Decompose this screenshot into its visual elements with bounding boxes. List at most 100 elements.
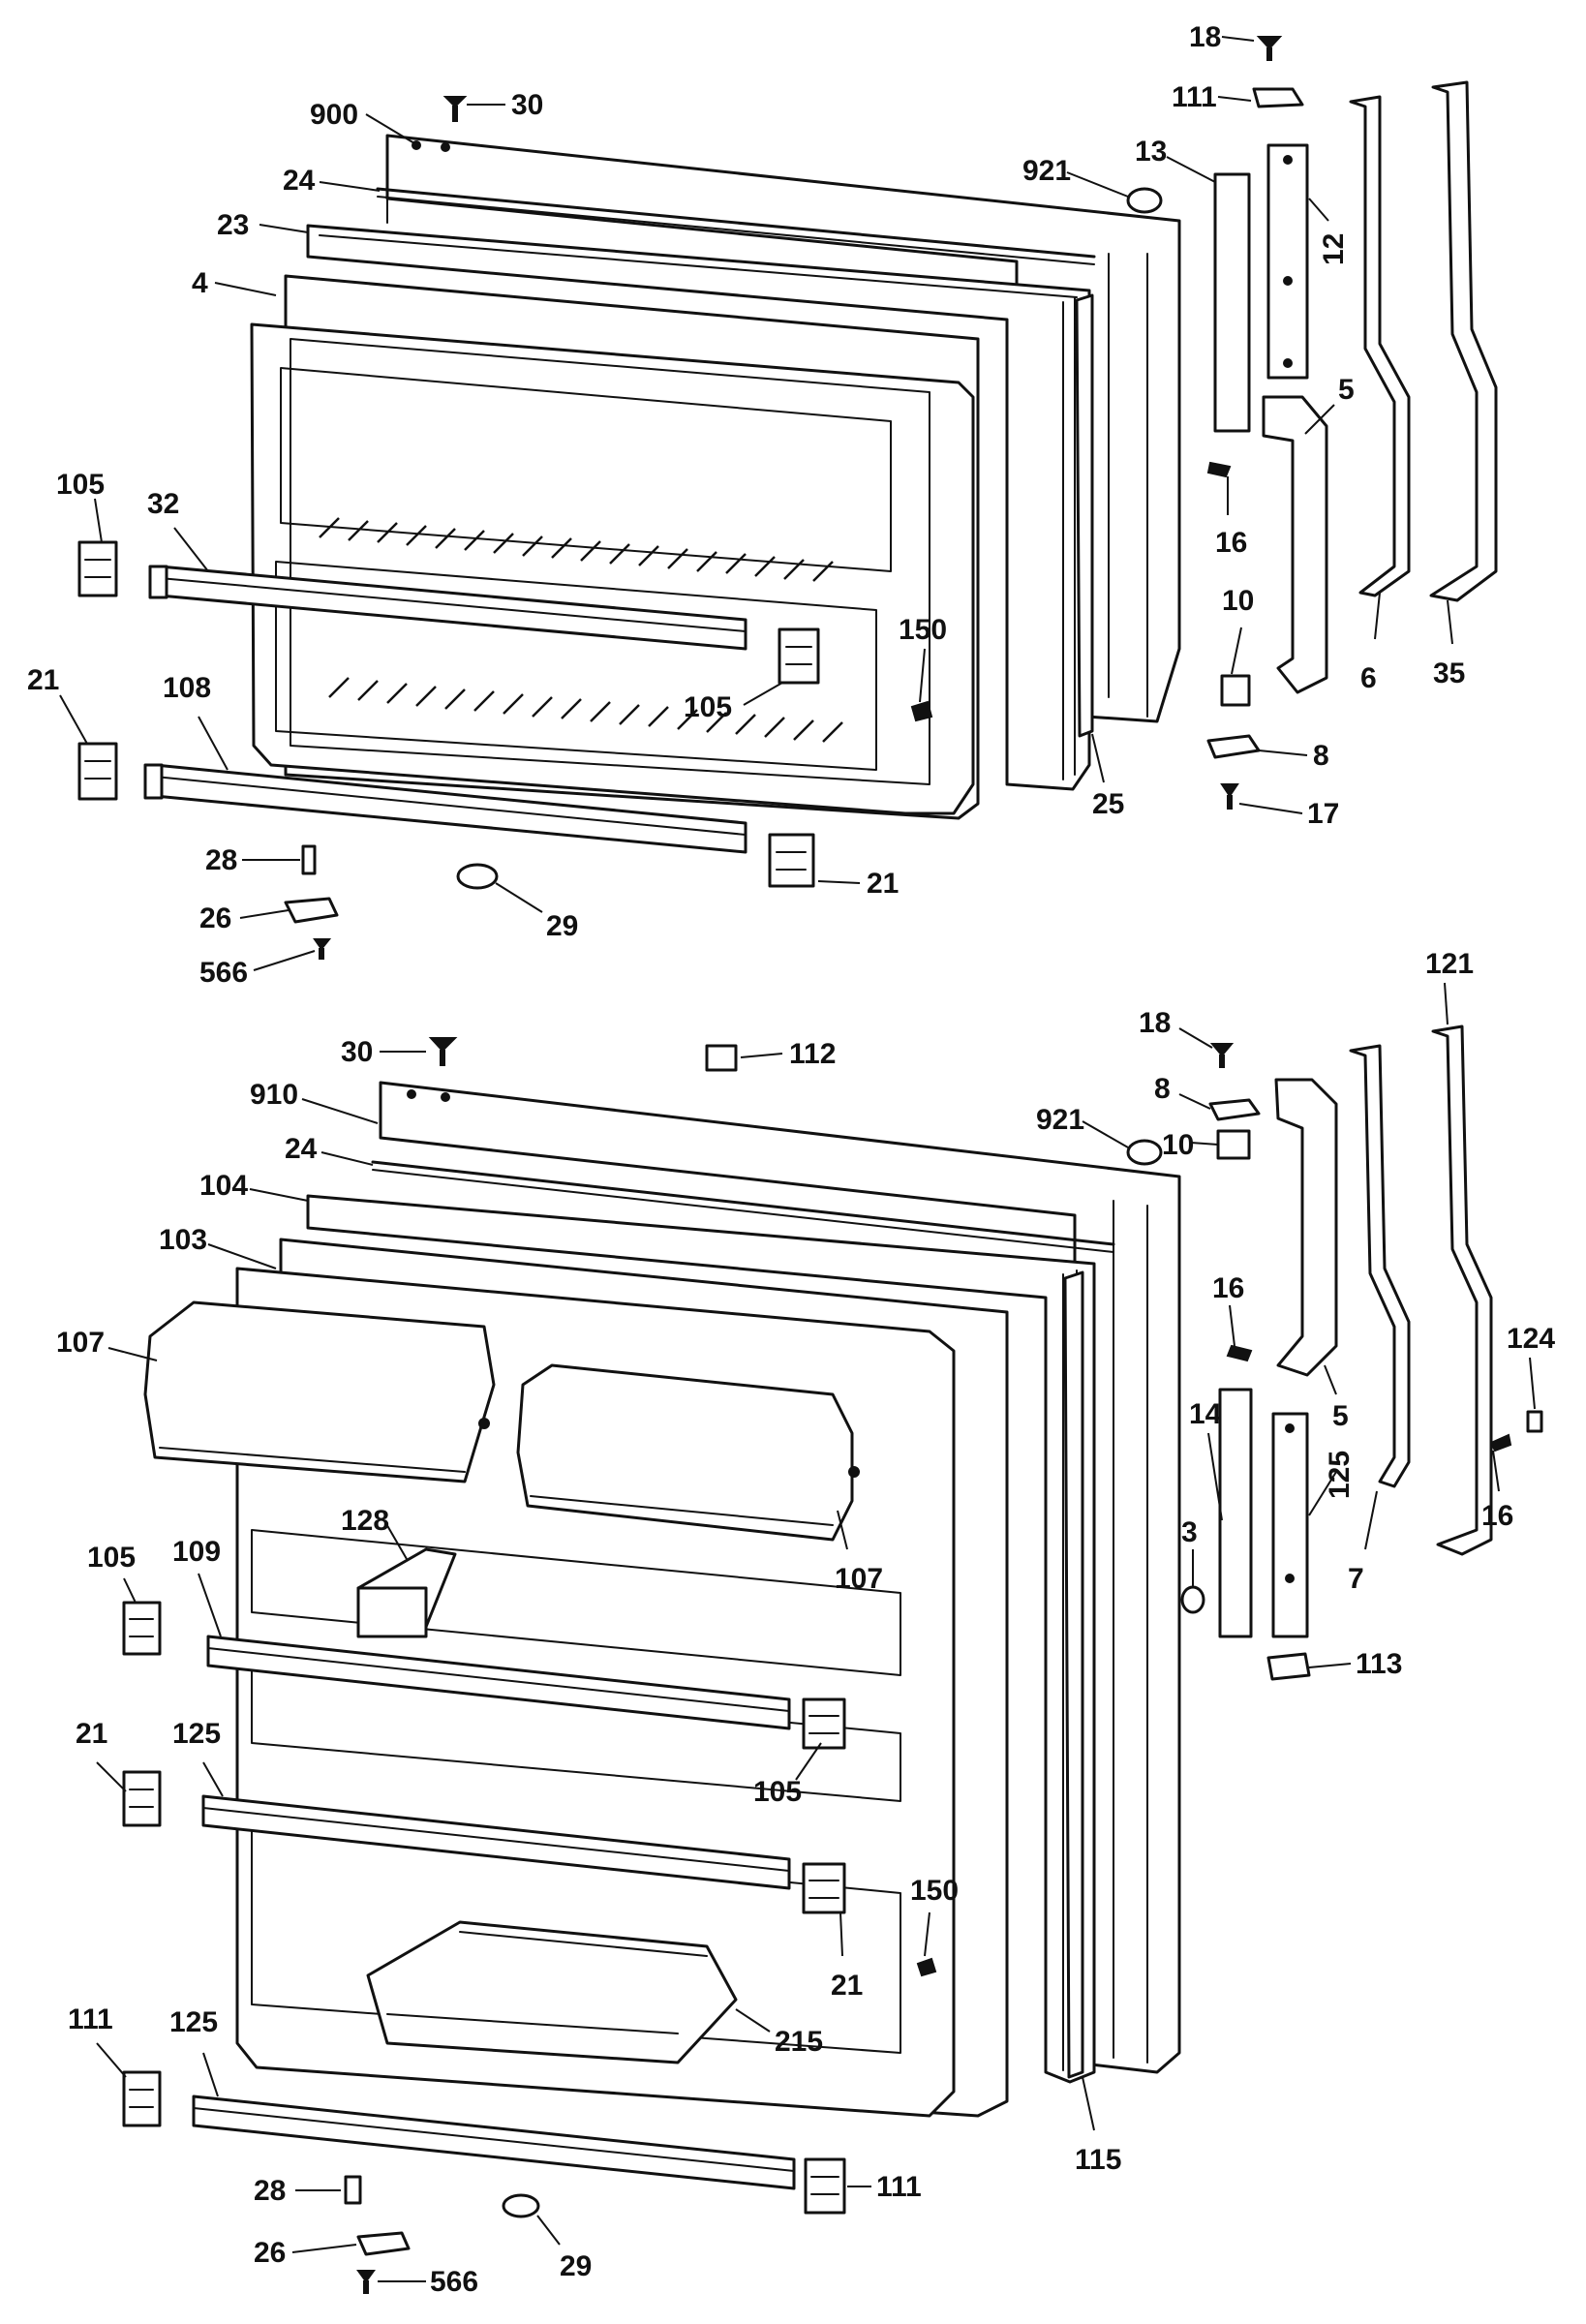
callout-4: 4 [192, 267, 208, 299]
callouts-top: 18 111 900 30 24 921 13 12 23 4 5 16 105… [27, 21, 1465, 989]
shelf-bar-109 [206, 1635, 791, 1730]
bracket-111-right-bottom [804, 2157, 846, 2215]
freezer-shelf-bar-upper [148, 565, 747, 651]
bracket-105-right-top [778, 627, 820, 685]
fresh-food-door-stop-strip [1063, 1270, 1084, 2079]
plate-26-top [284, 897, 339, 924]
callout-26-top: 26 [199, 902, 231, 934]
handle-5-bottom [1274, 1078, 1338, 1377]
fresh-food-door-strip [371, 1160, 1115, 1246]
freezer-shelf-bar-lower [143, 763, 747, 854]
bracket-105-left-top [77, 540, 118, 597]
callout-25: 25 [1092, 788, 1124, 820]
screw-16-bottom-a [1226, 1344, 1253, 1362]
callout-14: 14 [1189, 1398, 1222, 1430]
callout-150-top: 150 [899, 614, 947, 646]
callout-23: 23 [217, 209, 249, 241]
screw-30-bottom [428, 1037, 458, 1066]
shelf-divider-128 [356, 1547, 457, 1638]
callout-910: 910 [250, 1079, 298, 1111]
callout-150-bottom: 150 [910, 1875, 959, 1907]
callout-108: 108 [163, 672, 211, 704]
bracket-21-right-bottom [802, 1862, 846, 1914]
pin-28-top [301, 844, 317, 875]
shelf-bar-125-bottom [192, 2095, 796, 2190]
callout-112: 112 [789, 1038, 836, 1070]
callout-28-bottom: 28 [254, 2175, 286, 2207]
callout-32: 32 [147, 488, 179, 520]
handle-bar-7 [1349, 1044, 1411, 1488]
callout-105-top-mid: 105 [684, 691, 732, 723]
callout-6: 6 [1360, 662, 1377, 694]
callout-107-left: 107 [56, 1327, 105, 1359]
callout-29-top: 29 [546, 910, 578, 942]
callout-35: 35 [1433, 657, 1465, 689]
callout-128: 128 [341, 1505, 389, 1537]
handle-bar-35 [1429, 80, 1498, 602]
freezer-door-stop-strip [1075, 293, 1094, 738]
cap-10-top [1220, 674, 1251, 707]
fresh-food-outer-door-panel [379, 1081, 1181, 2074]
callout-21-bottom-right: 21 [831, 1970, 863, 2002]
callout-21-top-right: 21 [867, 868, 899, 900]
bumper-29-bottom [502, 2193, 540, 2218]
callout-115: 115 [1075, 2144, 1121, 2176]
callout-921-top: 921 [1022, 155, 1071, 187]
door-bin-215 [366, 1920, 738, 2064]
callout-8-top: 8 [1313, 740, 1329, 772]
callout-8-bottom: 8 [1154, 1073, 1171, 1105]
screw-18-bottom [1209, 1043, 1235, 1068]
clip-8-top [1206, 734, 1261, 759]
callout-215: 215 [775, 2026, 823, 2058]
bracket-21-right-top [768, 833, 815, 888]
screw-16-bottom-b [1489, 1433, 1512, 1452]
callout-566-bottom: 566 [430, 2266, 478, 2298]
callout-17: 17 [1307, 798, 1339, 830]
cap-112 [705, 1044, 738, 1072]
callout-900: 900 [310, 99, 358, 131]
screw-150-bottom [916, 1957, 937, 1977]
callout-5-top: 5 [1338, 374, 1355, 406]
screw-17-top [1220, 783, 1239, 810]
handle-trim-14 [1218, 1388, 1253, 1638]
hinge-pin-111-top [1252, 87, 1304, 108]
callout-105-bottom-left: 105 [87, 1542, 136, 1574]
callout-5-bottom: 5 [1332, 1400, 1349, 1432]
callout-125-handle: 125 [1324, 1451, 1356, 1499]
handle-bar-121 [1431, 1024, 1493, 1556]
callout-16-top: 16 [1215, 527, 1247, 559]
callout-21-top-left: 21 [27, 664, 59, 696]
callout-104: 104 [199, 1170, 248, 1202]
freezer-door-strip [376, 187, 1096, 259]
callout-24-top: 24 [283, 165, 316, 197]
callout-125-bottom: 125 [169, 2006, 218, 2038]
callout-124: 124 [1507, 1323, 1555, 1355]
handle-5-top [1262, 395, 1328, 694]
screw-30-top [442, 96, 468, 122]
dairy-bin-107-right [516, 1363, 860, 1542]
plug-3 [1180, 1585, 1205, 1614]
callout-921-bottom: 921 [1036, 1104, 1084, 1136]
bumper-29-top [456, 863, 499, 890]
callout-107-right: 107 [835, 1563, 883, 1595]
bracket-21-left-top [77, 742, 118, 801]
handle-mount-12 [1266, 143, 1309, 380]
fresh-food-door-assembly [122, 1024, 1543, 2294]
freezer-door-assembly [77, 36, 1498, 960]
callout-16-bottom-b: 16 [1481, 1500, 1513, 1532]
callout-113: 113 [1356, 1648, 1402, 1680]
handle-mount-125 [1271, 1412, 1309, 1638]
callout-7: 7 [1348, 1563, 1364, 1595]
screw-18-top [1256, 36, 1283, 61]
callout-29-bottom: 29 [560, 2250, 592, 2282]
callout-3: 3 [1181, 1516, 1198, 1548]
callout-13-top: 13 [1135, 136, 1167, 168]
clip-113 [1266, 1652, 1311, 1681]
screw-566-top [313, 938, 332, 960]
callout-105-top-left: 105 [56, 469, 105, 501]
handle-bar-6 [1349, 95, 1411, 597]
callout-16-bottom-a: 16 [1212, 1272, 1244, 1304]
callout-566-top: 566 [199, 957, 248, 989]
callout-26-bottom: 26 [254, 2237, 286, 2269]
